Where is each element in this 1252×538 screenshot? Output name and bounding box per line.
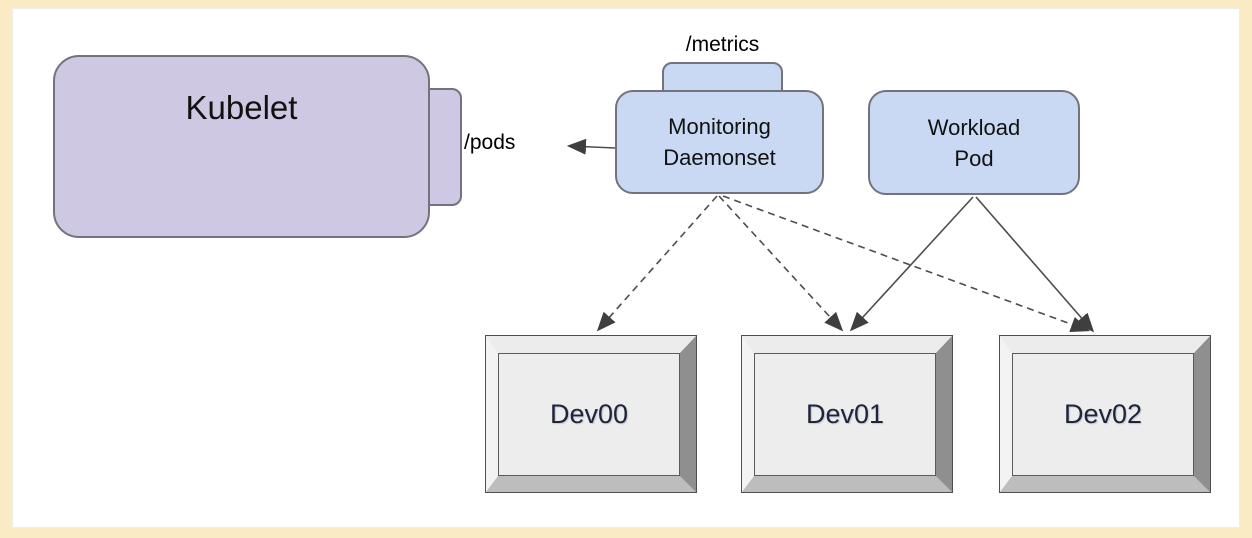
edge-workload-to-dev02 [975, 196, 1095, 333]
monitoring-daemonset-node: Monitoring Daemonset [615, 90, 824, 194]
pods-endpoint-label: /pods [464, 131, 516, 154]
device-label: Dev00 [549, 399, 629, 429]
workload-pod-node: Workload Pod [868, 90, 1080, 195]
device-node-dev00: Dev00 [485, 335, 697, 493]
workload-pod-label-line2: Pod [954, 145, 994, 171]
kubelet-label: Kubelet [185, 89, 298, 126]
edge-monitoring-to-pods [566, 138, 616, 155]
device-node-dev02: Dev02 [999, 335, 1211, 493]
device-label: Dev01 [805, 399, 885, 429]
device-label: Dev02 [1063, 399, 1143, 429]
edge-monitoring-to-dev00 [596, 195, 718, 332]
device-node-dev01: Dev01 [741, 335, 953, 493]
monitoring-daemonset-label-line1: Monitoring [668, 114, 771, 139]
edge-monitoring-to-dev01 [718, 195, 844, 332]
edge-monitoring-to-dev02 [722, 195, 1091, 332]
monitoring-daemonset-label-line2: Daemonset [663, 145, 776, 170]
workload-pod-label-line1: Workload [927, 114, 1021, 140]
kubelet-node: Kubelet [53, 55, 430, 238]
edge-workload-to-dev01 [849, 196, 974, 332]
metrics-endpoint-label: /metrics [685, 33, 760, 56]
